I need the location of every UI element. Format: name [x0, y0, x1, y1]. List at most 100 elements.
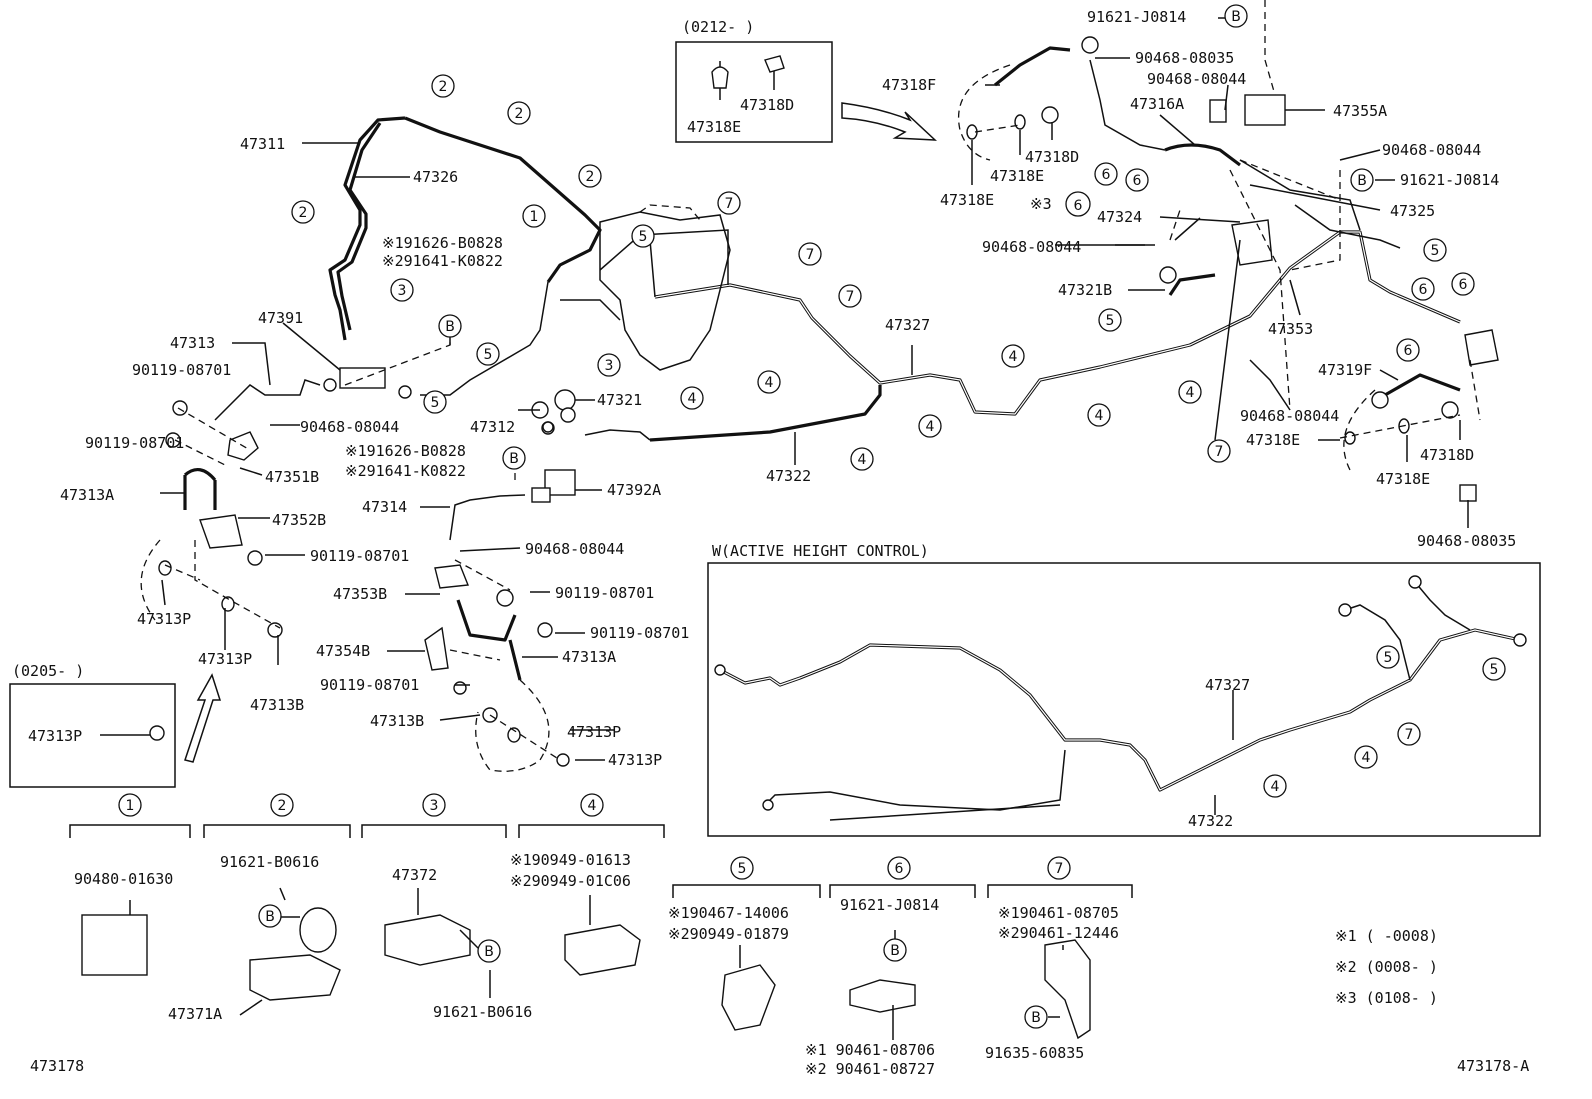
- svg-text:4: 4: [588, 798, 597, 814]
- label-90119-c: 90119-08701: [310, 547, 409, 565]
- figure-code-right: 473178-A: [1457, 1057, 1529, 1075]
- callout-7: 7: [1397, 722, 1421, 746]
- label-47313B-a: 47313B: [250, 696, 304, 714]
- bracket-47353B: [434, 564, 469, 589]
- label-47312: 47312: [470, 418, 515, 436]
- note-91626-b: ※191626-B0828: [345, 442, 466, 460]
- label-90119-e: 90119-08701: [590, 624, 689, 642]
- callout-5: 5: [1376, 645, 1400, 669]
- callout-2: 2: [431, 74, 455, 98]
- svg-text:3: 3: [605, 358, 614, 374]
- inset-0212: [675, 41, 938, 143]
- part-labels: 47311 47326 47391 47313 90119-08701 9011…: [12, 8, 1529, 1078]
- inset-active-height: [707, 562, 1541, 837]
- callout-B: B: [1224, 4, 1248, 28]
- svg-text:3: 3: [398, 283, 407, 299]
- label-47313A-mid: 47313A: [562, 648, 616, 666]
- callout-4: 4: [757, 370, 781, 394]
- svg-text:2: 2: [586, 169, 595, 185]
- key5-p2: ※290949-01879: [668, 925, 789, 943]
- label-47318E-a: 47318E: [990, 167, 1044, 185]
- key2-part: 91621-B0616: [220, 853, 319, 871]
- label-47351B: 47351B: [265, 468, 319, 486]
- svg-text:6: 6: [1404, 343, 1413, 359]
- callout-2: 2: [507, 101, 531, 125]
- joint: [531, 487, 551, 503]
- label-90468-d: 90468-08044: [1382, 141, 1481, 159]
- callout-5: 5: [476, 342, 500, 366]
- label-91621-top: 91621-J0814: [1087, 8, 1186, 26]
- label-47327: 47327: [885, 316, 930, 334]
- svg-text:5: 5: [1106, 313, 1115, 329]
- callout-4: 4: [1178, 380, 1202, 404]
- svg-text:B: B: [445, 319, 455, 335]
- key-header-7: 7: [1047, 856, 1071, 880]
- svg-text:B: B: [509, 451, 519, 467]
- callout-B: B: [502, 446, 526, 470]
- key-header-6: 6: [887, 856, 911, 880]
- label-47352B: 47352B: [272, 511, 326, 529]
- svg-text:4: 4: [1009, 349, 1018, 365]
- key-brackets: [69, 824, 1133, 1040]
- label-91621-b: 91621-J0814: [1400, 171, 1499, 189]
- label-w-47322: 47322: [1188, 812, 1233, 830]
- svg-text:4: 4: [1186, 385, 1195, 401]
- callout-7: 7: [1207, 439, 1231, 463]
- callout-6: 6: [1451, 272, 1475, 296]
- svg-text:6: 6: [1102, 167, 1111, 183]
- label-47354B: 47354B: [316, 642, 370, 660]
- key3-part: 47372: [392, 866, 437, 884]
- key7-p1: ※190461-08705: [998, 904, 1119, 922]
- svg-text:5: 5: [1490, 662, 1499, 678]
- key5-p1: ※190467-14006: [668, 904, 789, 922]
- clamp-5: [721, 964, 776, 1031]
- svg-text:4: 4: [688, 391, 697, 407]
- callout-2: 2: [291, 200, 315, 224]
- svg-text:6: 6: [1074, 198, 1083, 214]
- svg-text:7: 7: [806, 247, 815, 263]
- svg-text:6: 6: [1459, 277, 1468, 293]
- callout-B: B: [438, 314, 462, 338]
- key1-part: 90480-01630: [74, 870, 173, 888]
- callout-4: 4: [680, 386, 704, 410]
- callout-3: 3: [390, 278, 414, 302]
- label-47313P-b: 47313P: [198, 650, 252, 668]
- label-w-47327: 47327: [1205, 676, 1250, 694]
- label-47391: 47391: [258, 309, 303, 327]
- svg-text:6: 6: [1419, 282, 1428, 298]
- svg-text:4: 4: [1271, 779, 1280, 795]
- clamp-4: [564, 924, 641, 976]
- clamp-6: [849, 979, 916, 1013]
- svg-text:6: 6: [1133, 173, 1142, 189]
- label-47321: 47321: [597, 391, 642, 409]
- label-47318D-a: 47318D: [1025, 148, 1079, 166]
- clamp-3: [384, 914, 471, 966]
- label-47319F: 47319F: [1318, 361, 1372, 379]
- svg-text:5: 5: [1384, 650, 1393, 666]
- key7-p2: ※290461-12446: [998, 924, 1119, 942]
- clamp-2: [249, 954, 341, 1001]
- key-header-2: 2: [270, 793, 294, 817]
- key3-sub: 91621-B0616: [433, 1003, 532, 1021]
- label-47313P-box: 47313P: [28, 727, 82, 745]
- label-47321B: 47321B: [1058, 281, 1112, 299]
- callout-6: 6: [1396, 338, 1420, 362]
- label-47313B-b: 47313B: [370, 712, 424, 730]
- callout-5: 5: [1423, 238, 1447, 262]
- brake-pipes: [214, 59, 1461, 541]
- label-47326: 47326: [413, 168, 458, 186]
- svg-text:5: 5: [639, 229, 648, 245]
- svg-text:6: 6: [895, 861, 904, 877]
- callout-7: 7: [838, 284, 862, 308]
- label-90468-c: 90468-08044: [1147, 70, 1246, 88]
- note-91641-b: ※291641-K0822: [345, 462, 466, 480]
- label-47318E-b: 47318E: [940, 191, 994, 209]
- svg-text:5: 5: [431, 395, 440, 411]
- key-headers: 1 2 3 4 5 6 7: [118, 793, 1071, 880]
- callout-B: B: [883, 938, 907, 962]
- clamp-1: [81, 914, 148, 976]
- svg-text:1: 1: [530, 209, 539, 225]
- label-90468-08035-b: 90468-08035: [1417, 532, 1516, 550]
- key-header-5: 5: [730, 856, 754, 880]
- svg-text:4: 4: [926, 419, 935, 435]
